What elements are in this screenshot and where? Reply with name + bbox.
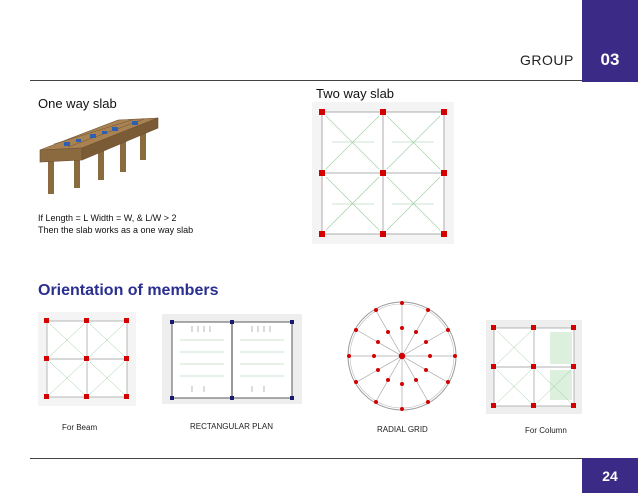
one-way-slab-title: One way slab [38,96,117,111]
note-line-1: If Length = L Width = W, & L/W > 2 [38,213,177,223]
radial-columns [347,301,457,411]
radial-grid [347,301,457,411]
beam-plan [38,312,136,406]
one-way-slab-image [39,117,159,194]
footer-divider [30,458,582,459]
group-number-badge: 03 [582,0,638,82]
header-divider [30,80,582,81]
rectangular-plan-caption: RECTANGULAR PLAN [190,422,273,431]
rectangular-plan [162,314,302,404]
page-number: 24 [582,458,638,493]
one-way-slab-drawing [39,117,159,194]
note-line-2: Then the slab works as a one way slab [38,225,194,235]
column-plan [486,320,582,414]
two-way-slab-title: Two way slab [316,86,395,101]
beam-caption: For Beam [62,423,98,432]
column-caption: For Column [525,426,567,435]
radial-grid-caption: RADIAL GRID [377,425,428,434]
group-label: GROUP [520,52,574,68]
two-way-slab-plan [312,102,454,244]
one-way-slab-note: If Length = L Width = W, & L/W > 2 Then … [38,212,193,236]
orientation-section-title: Orientation of members [38,282,219,299]
two-way-columns [319,109,447,237]
